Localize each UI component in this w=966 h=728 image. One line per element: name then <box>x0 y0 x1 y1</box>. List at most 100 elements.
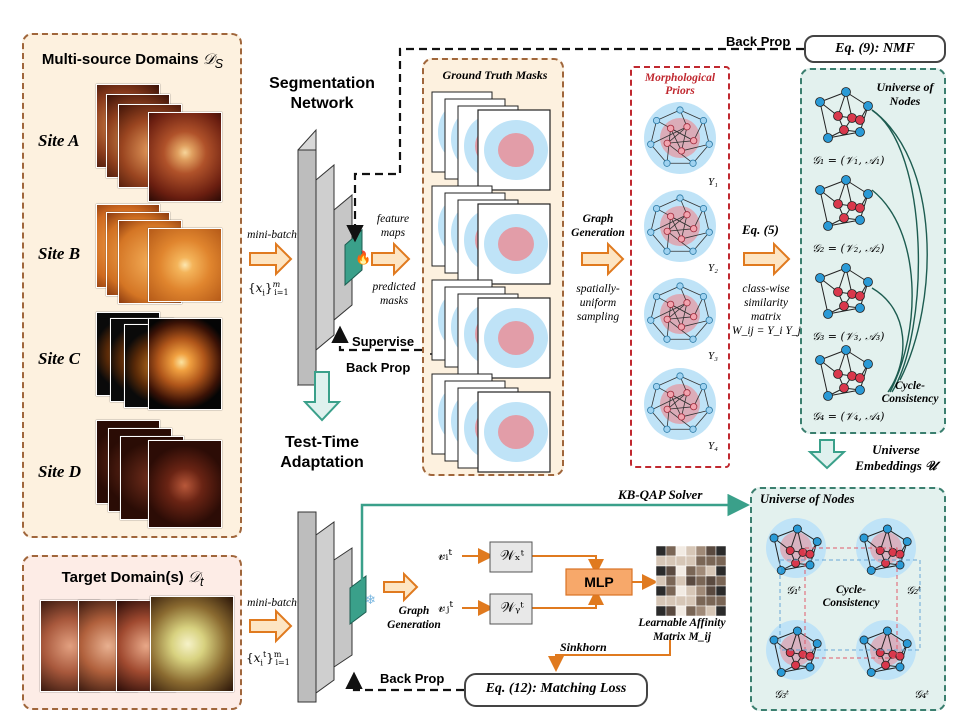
graph-node-red <box>805 549 815 559</box>
prior-edge <box>693 386 704 407</box>
graph-edge <box>781 666 811 673</box>
prior-edge <box>650 386 657 411</box>
graph-node-blue <box>841 263 851 273</box>
prior-node-inner <box>683 389 691 397</box>
prior-edge <box>650 126 688 145</box>
prior-edge <box>670 128 682 152</box>
prior-edge <box>650 302 688 321</box>
univ-top-g4-label: 𝒢₄ = (𝒱₄, 𝒜₄) <box>812 410 885 423</box>
graph-node-blue <box>855 127 865 137</box>
graph-node-red <box>798 649 808 659</box>
prior-node-outer <box>663 335 671 343</box>
prior-edge <box>681 214 688 240</box>
prior-edge <box>650 208 657 233</box>
back-prop-top-label: Back Prop <box>726 34 791 49</box>
affinity-cell <box>675 575 687 587</box>
morph-y4: Y₄ <box>708 440 718 452</box>
graph-node-blue <box>863 277 873 287</box>
affinity-cell <box>695 595 707 607</box>
graph-node-blue <box>866 667 876 677</box>
graph-node-blue <box>823 391 833 401</box>
prior-edge <box>656 109 681 121</box>
affinity-cell <box>695 555 707 567</box>
prior-edge <box>666 392 688 410</box>
prior-edge <box>692 231 710 252</box>
prior-node-outer <box>647 140 655 148</box>
flow-arrows <box>249 241 791 644</box>
univ-top-g1-label: 𝒢₁ = (𝒱₁, 𝒜₁) <box>812 154 885 167</box>
universe-bottom-graphs <box>766 518 916 680</box>
graph-node-red <box>855 373 865 383</box>
graph-node-blue <box>815 97 825 107</box>
affinity-cell <box>655 575 667 587</box>
univ-bot-g3-label: 𝒢₃ᵗ <box>774 688 789 701</box>
graph-node-red <box>855 115 865 125</box>
graph-node-red <box>839 383 849 393</box>
graph-edge <box>827 131 861 139</box>
graph-node-blue <box>823 309 833 319</box>
prior-edge <box>667 140 694 144</box>
affinity-cell <box>705 555 717 567</box>
graph-node-blue <box>841 175 851 185</box>
prior-edge <box>679 197 704 209</box>
cycle-arcs-top <box>871 109 928 393</box>
graph-node-blue <box>902 639 912 649</box>
prior-edge <box>692 409 710 430</box>
eq5-label: Eq. (5) <box>742 222 779 237</box>
prior-edge <box>650 296 657 321</box>
graph-node-blue <box>882 524 892 534</box>
prior-edge <box>670 394 682 418</box>
prior-edge <box>650 120 657 145</box>
graph-node-blue <box>812 639 822 649</box>
affinity-cell <box>705 595 717 607</box>
graph-node-blue <box>882 626 892 636</box>
prior-node-outer <box>652 116 661 125</box>
matching-loss-box <box>464 673 648 707</box>
graph-node-blue <box>815 355 825 365</box>
wy-box <box>489 593 533 625</box>
graph-edge <box>819 189 829 227</box>
graph-node-red <box>833 111 843 121</box>
prior-edge <box>670 215 694 230</box>
prior-node-inner <box>663 405 671 413</box>
graph-node-blue <box>815 185 825 195</box>
affinity-cell <box>655 585 667 597</box>
prior-node-inner <box>683 123 691 131</box>
wy-label: 𝒲ᵧᵗ <box>500 600 524 616</box>
affinity-cell <box>655 605 667 617</box>
graph-node-red <box>881 558 891 568</box>
minibatch-bottom-set: {xit}mi=1 <box>246 650 290 668</box>
graph-node-blue <box>769 533 779 543</box>
affinity-cell <box>705 565 717 577</box>
graph-edge <box>827 307 861 315</box>
prior-edge <box>650 409 668 430</box>
graph-node-red <box>791 660 801 670</box>
graph-node-blue <box>855 303 865 313</box>
graph-node-red <box>833 199 843 209</box>
teal-down-arrows <box>302 371 847 470</box>
graph-node-blue <box>805 662 815 672</box>
affinity-cell <box>665 555 677 567</box>
prior-edge <box>670 393 694 408</box>
kbqap-label: KB-QAP Solver <box>618 487 703 502</box>
graph-node-blue <box>776 565 786 575</box>
gt-mask-stacks <box>431 91 551 473</box>
universe-top-panel <box>800 68 946 434</box>
affinity-cell <box>665 575 677 587</box>
nmf-label: Eq. (9): NMF <box>835 41 915 56</box>
cycle-top-label: Cycle-Consistency <box>881 380 939 405</box>
minibatch-bottom-label: mini-batch <box>247 597 297 609</box>
wx-box <box>489 541 533 573</box>
affinity-cell <box>695 585 707 597</box>
graph-node-blue <box>863 189 873 199</box>
prior-edge <box>693 208 704 229</box>
prior-edge <box>681 392 688 418</box>
graph-node-blue <box>855 385 865 395</box>
prior-edge <box>693 120 704 141</box>
prior-node-outer <box>705 140 713 148</box>
